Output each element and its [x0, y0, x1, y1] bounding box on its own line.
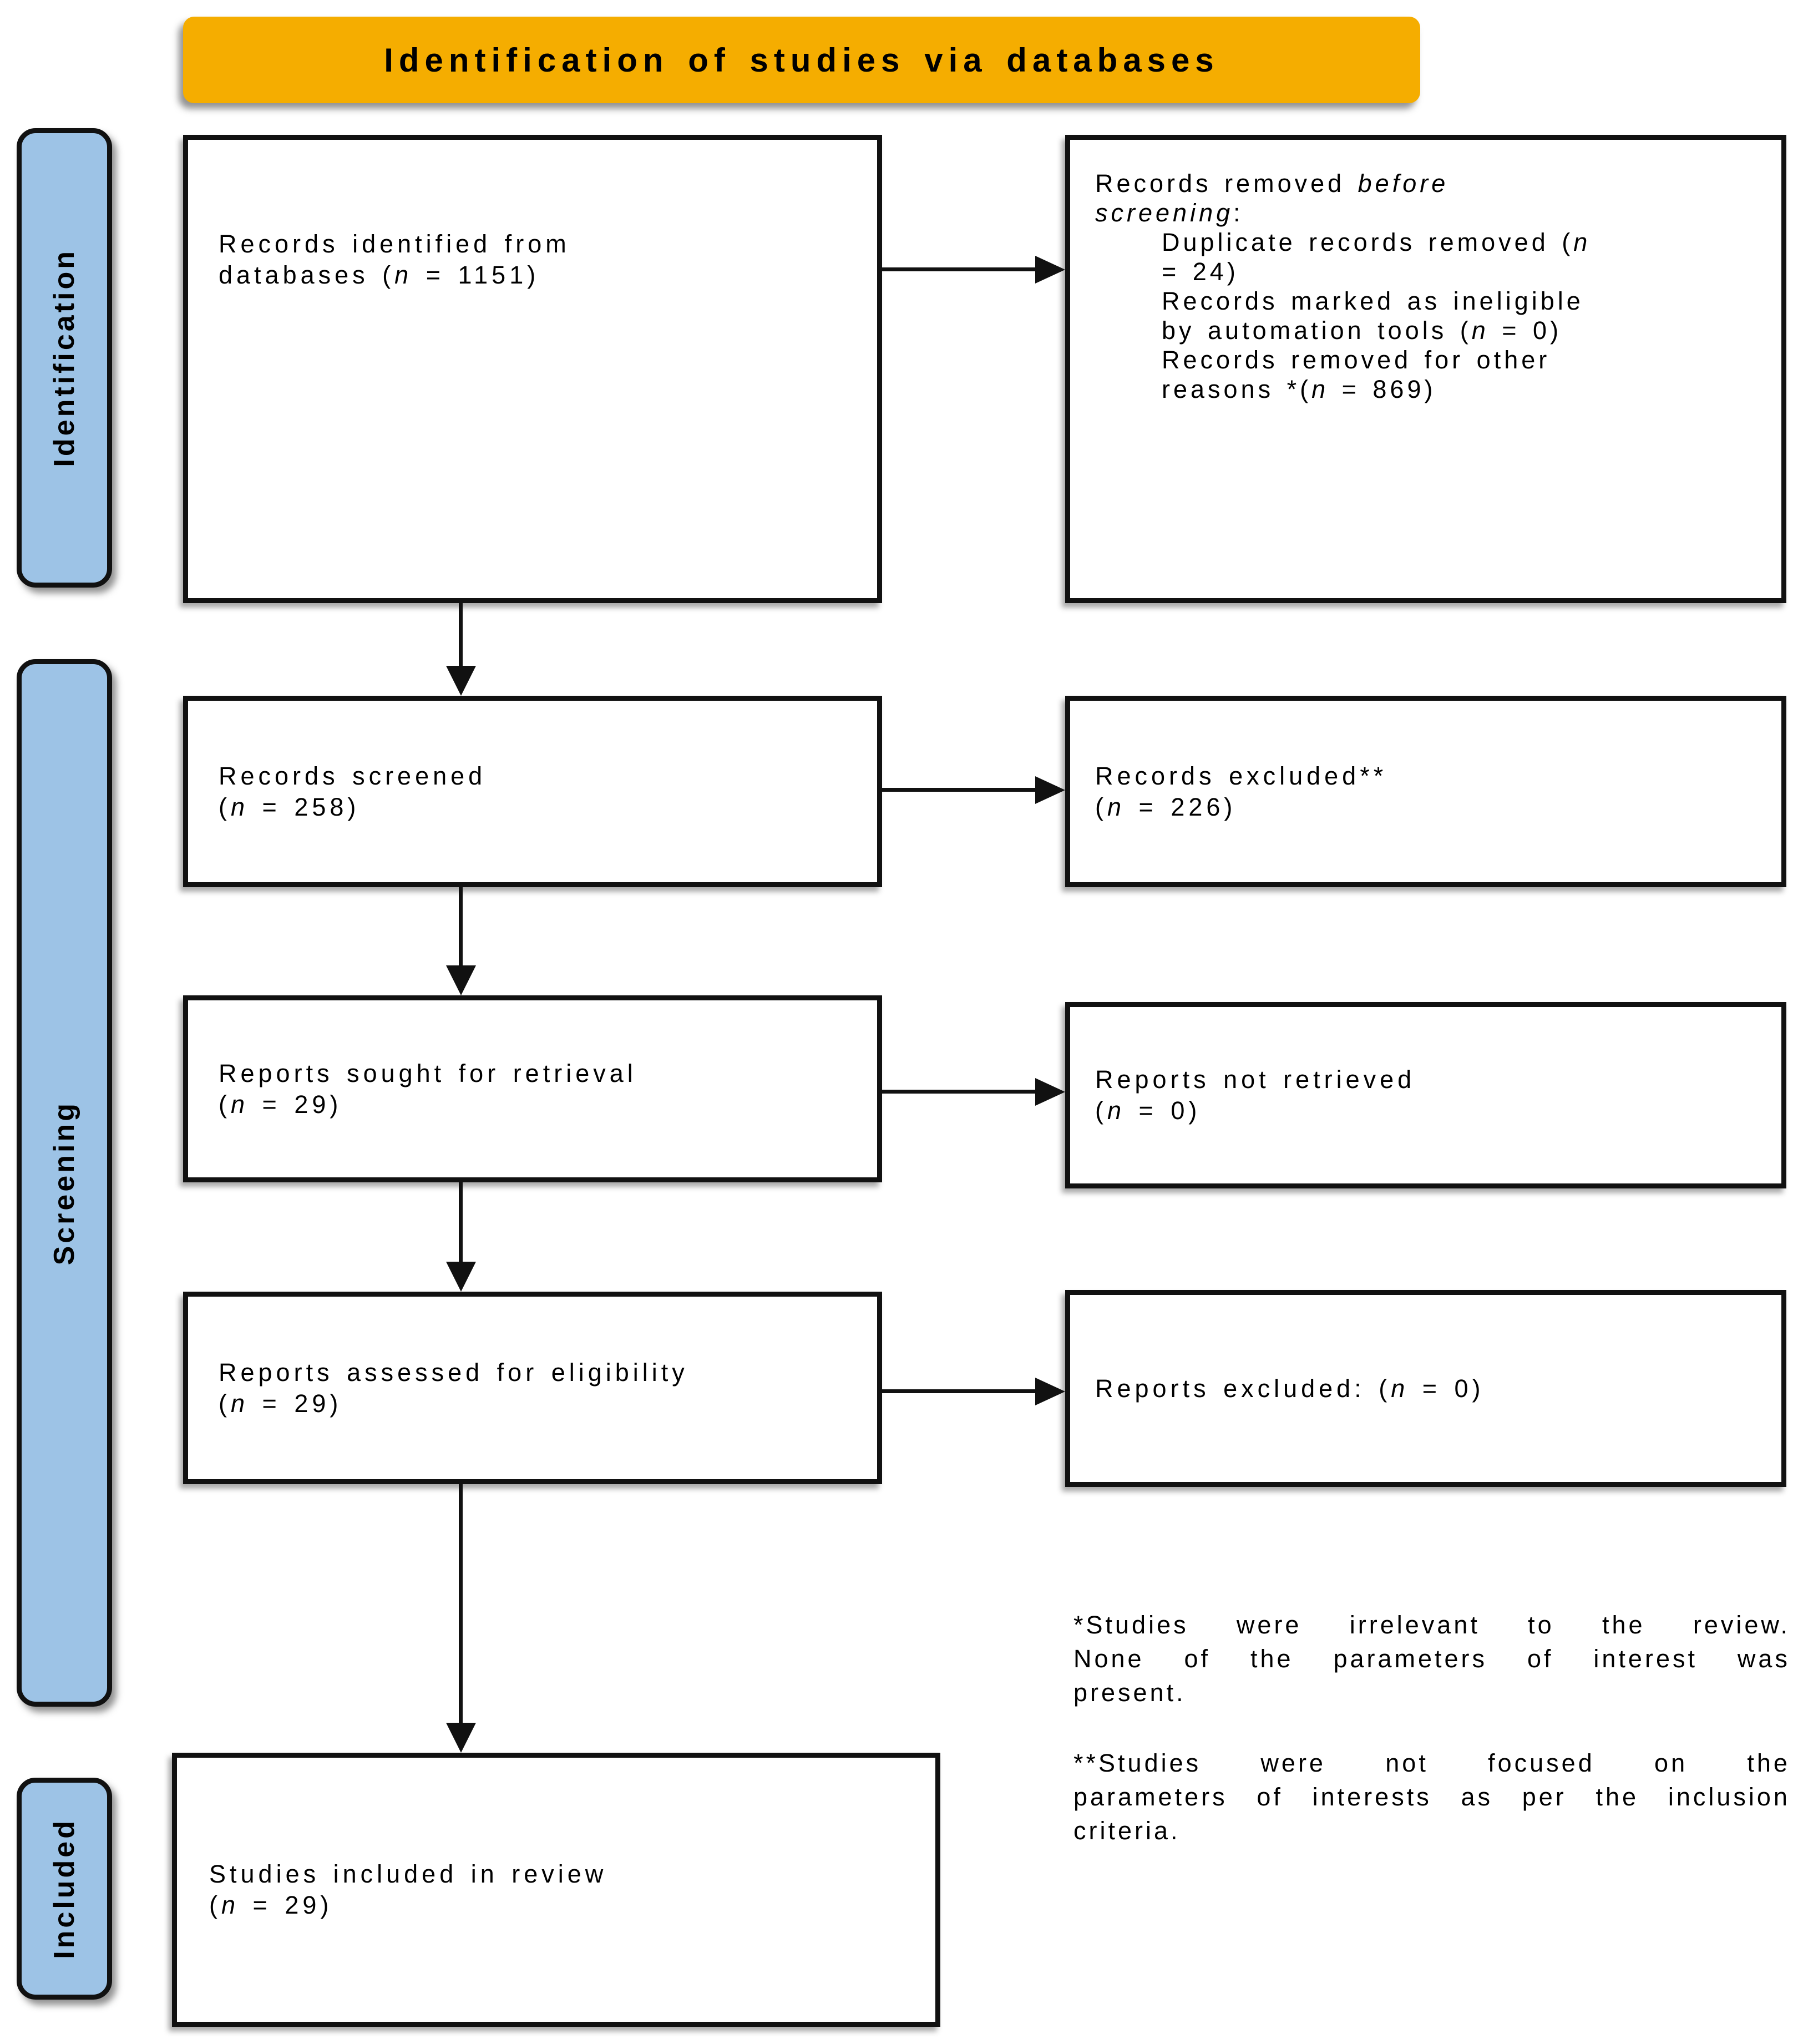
arrow-sought-to-assessed-head	[446, 1262, 476, 1292]
box-records-screened: Records screened(n = 258)	[183, 696, 882, 887]
stage-label-included: Included	[17, 1778, 112, 2000]
box-reports-excluded: Reports excluded: (n = 0)	[1065, 1290, 1786, 1487]
arrow-identified-to-removed-line	[881, 267, 1037, 271]
stage-included-text: Included	[48, 1818, 80, 1959]
stage-screening-text: Screening	[48, 1100, 80, 1266]
arrow-sought-to-assessed-line	[459, 1182, 463, 1263]
header-banner: Identification of studies via databases	[183, 17, 1420, 103]
arrow-assessed-to-reports-excluded-line	[881, 1389, 1037, 1393]
box-reports-sought: Reports sought for retrieval(n = 29)	[183, 995, 882, 1182]
arrow-identified-to-screened-head	[446, 666, 476, 696]
arrow-sought-to-not-retrieved-line	[881, 1090, 1037, 1094]
arrow-screened-to-excluded-line	[881, 788, 1037, 792]
arrow-screened-to-sought-line	[459, 887, 463, 967]
arrow-assessed-to-included-line	[459, 1484, 463, 1725]
arrow-identified-to-removed-head	[1035, 256, 1065, 284]
arrow-sought-to-not-retrieved-head	[1035, 1078, 1065, 1106]
arrow-assessed-to-reports-excluded-head	[1035, 1378, 1065, 1405]
stage-label-identification: Identification	[17, 128, 112, 588]
arrow-screened-to-sought-head	[446, 965, 476, 995]
stage-identification-text: Identification	[48, 249, 80, 467]
box-reports-assessed: Reports assessed for eligibility(n = 29)	[183, 1292, 882, 1484]
box-studies-included: Studies included in review(n = 29)	[172, 1753, 940, 2027]
arrow-screened-to-excluded-head	[1035, 776, 1065, 804]
stage-label-screening: Screening	[17, 659, 112, 1707]
arrow-assessed-to-included-head	[446, 1723, 476, 1753]
header-title: Identification of studies via databases	[384, 41, 1219, 79]
box-records-excluded: Records excluded**(n = 226)	[1065, 696, 1786, 887]
arrow-identified-to-screened-line	[459, 603, 463, 668]
box-reports-not-retrieved: Reports not retrieved(n = 0)	[1065, 1002, 1786, 1188]
